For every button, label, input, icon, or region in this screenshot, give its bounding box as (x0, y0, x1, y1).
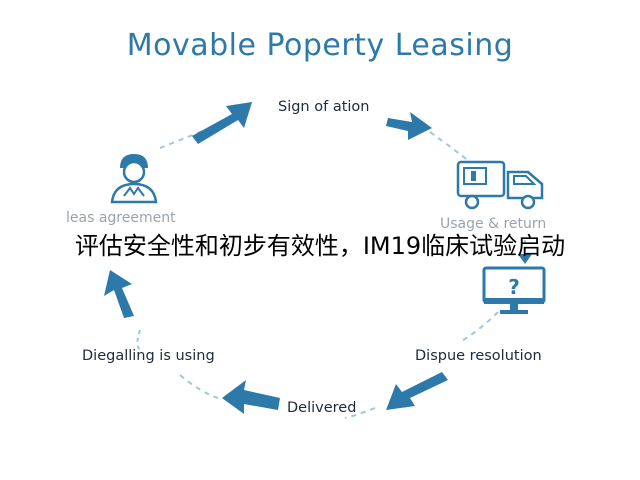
arrow-left (222, 380, 280, 414)
step-delivered: Delivered (287, 400, 357, 416)
monitor-question-icon: ? (482, 266, 546, 314)
truck-icon (456, 160, 544, 210)
arrow-up (104, 270, 134, 318)
step-diegalling: Diegalling is using (82, 348, 215, 364)
person-icon (110, 154, 158, 204)
overlay-caption: 评估安全性和初步有效性，IM19临床试验启动 (74, 232, 566, 260)
step-lease: leas agreement (66, 210, 176, 226)
arrow-up-right (192, 102, 252, 144)
connector-dash (429, 131, 471, 163)
monitor-question-mark: ? (508, 275, 520, 299)
arrow-down-left (386, 372, 448, 410)
step-dispute: Dispue resolution (415, 348, 542, 364)
connector-dash (179, 374, 219, 399)
connector-dash (459, 311, 499, 343)
diagram-title: Movable Poperty Leasing (126, 28, 514, 63)
step-sign: Sign of ation (278, 99, 370, 115)
connector-dash (344, 407, 376, 419)
arrow-down-small (518, 254, 532, 264)
step-usage: Usage & return (440, 216, 547, 232)
connector-dash (136, 329, 141, 351)
arrow-down-right (386, 112, 432, 140)
